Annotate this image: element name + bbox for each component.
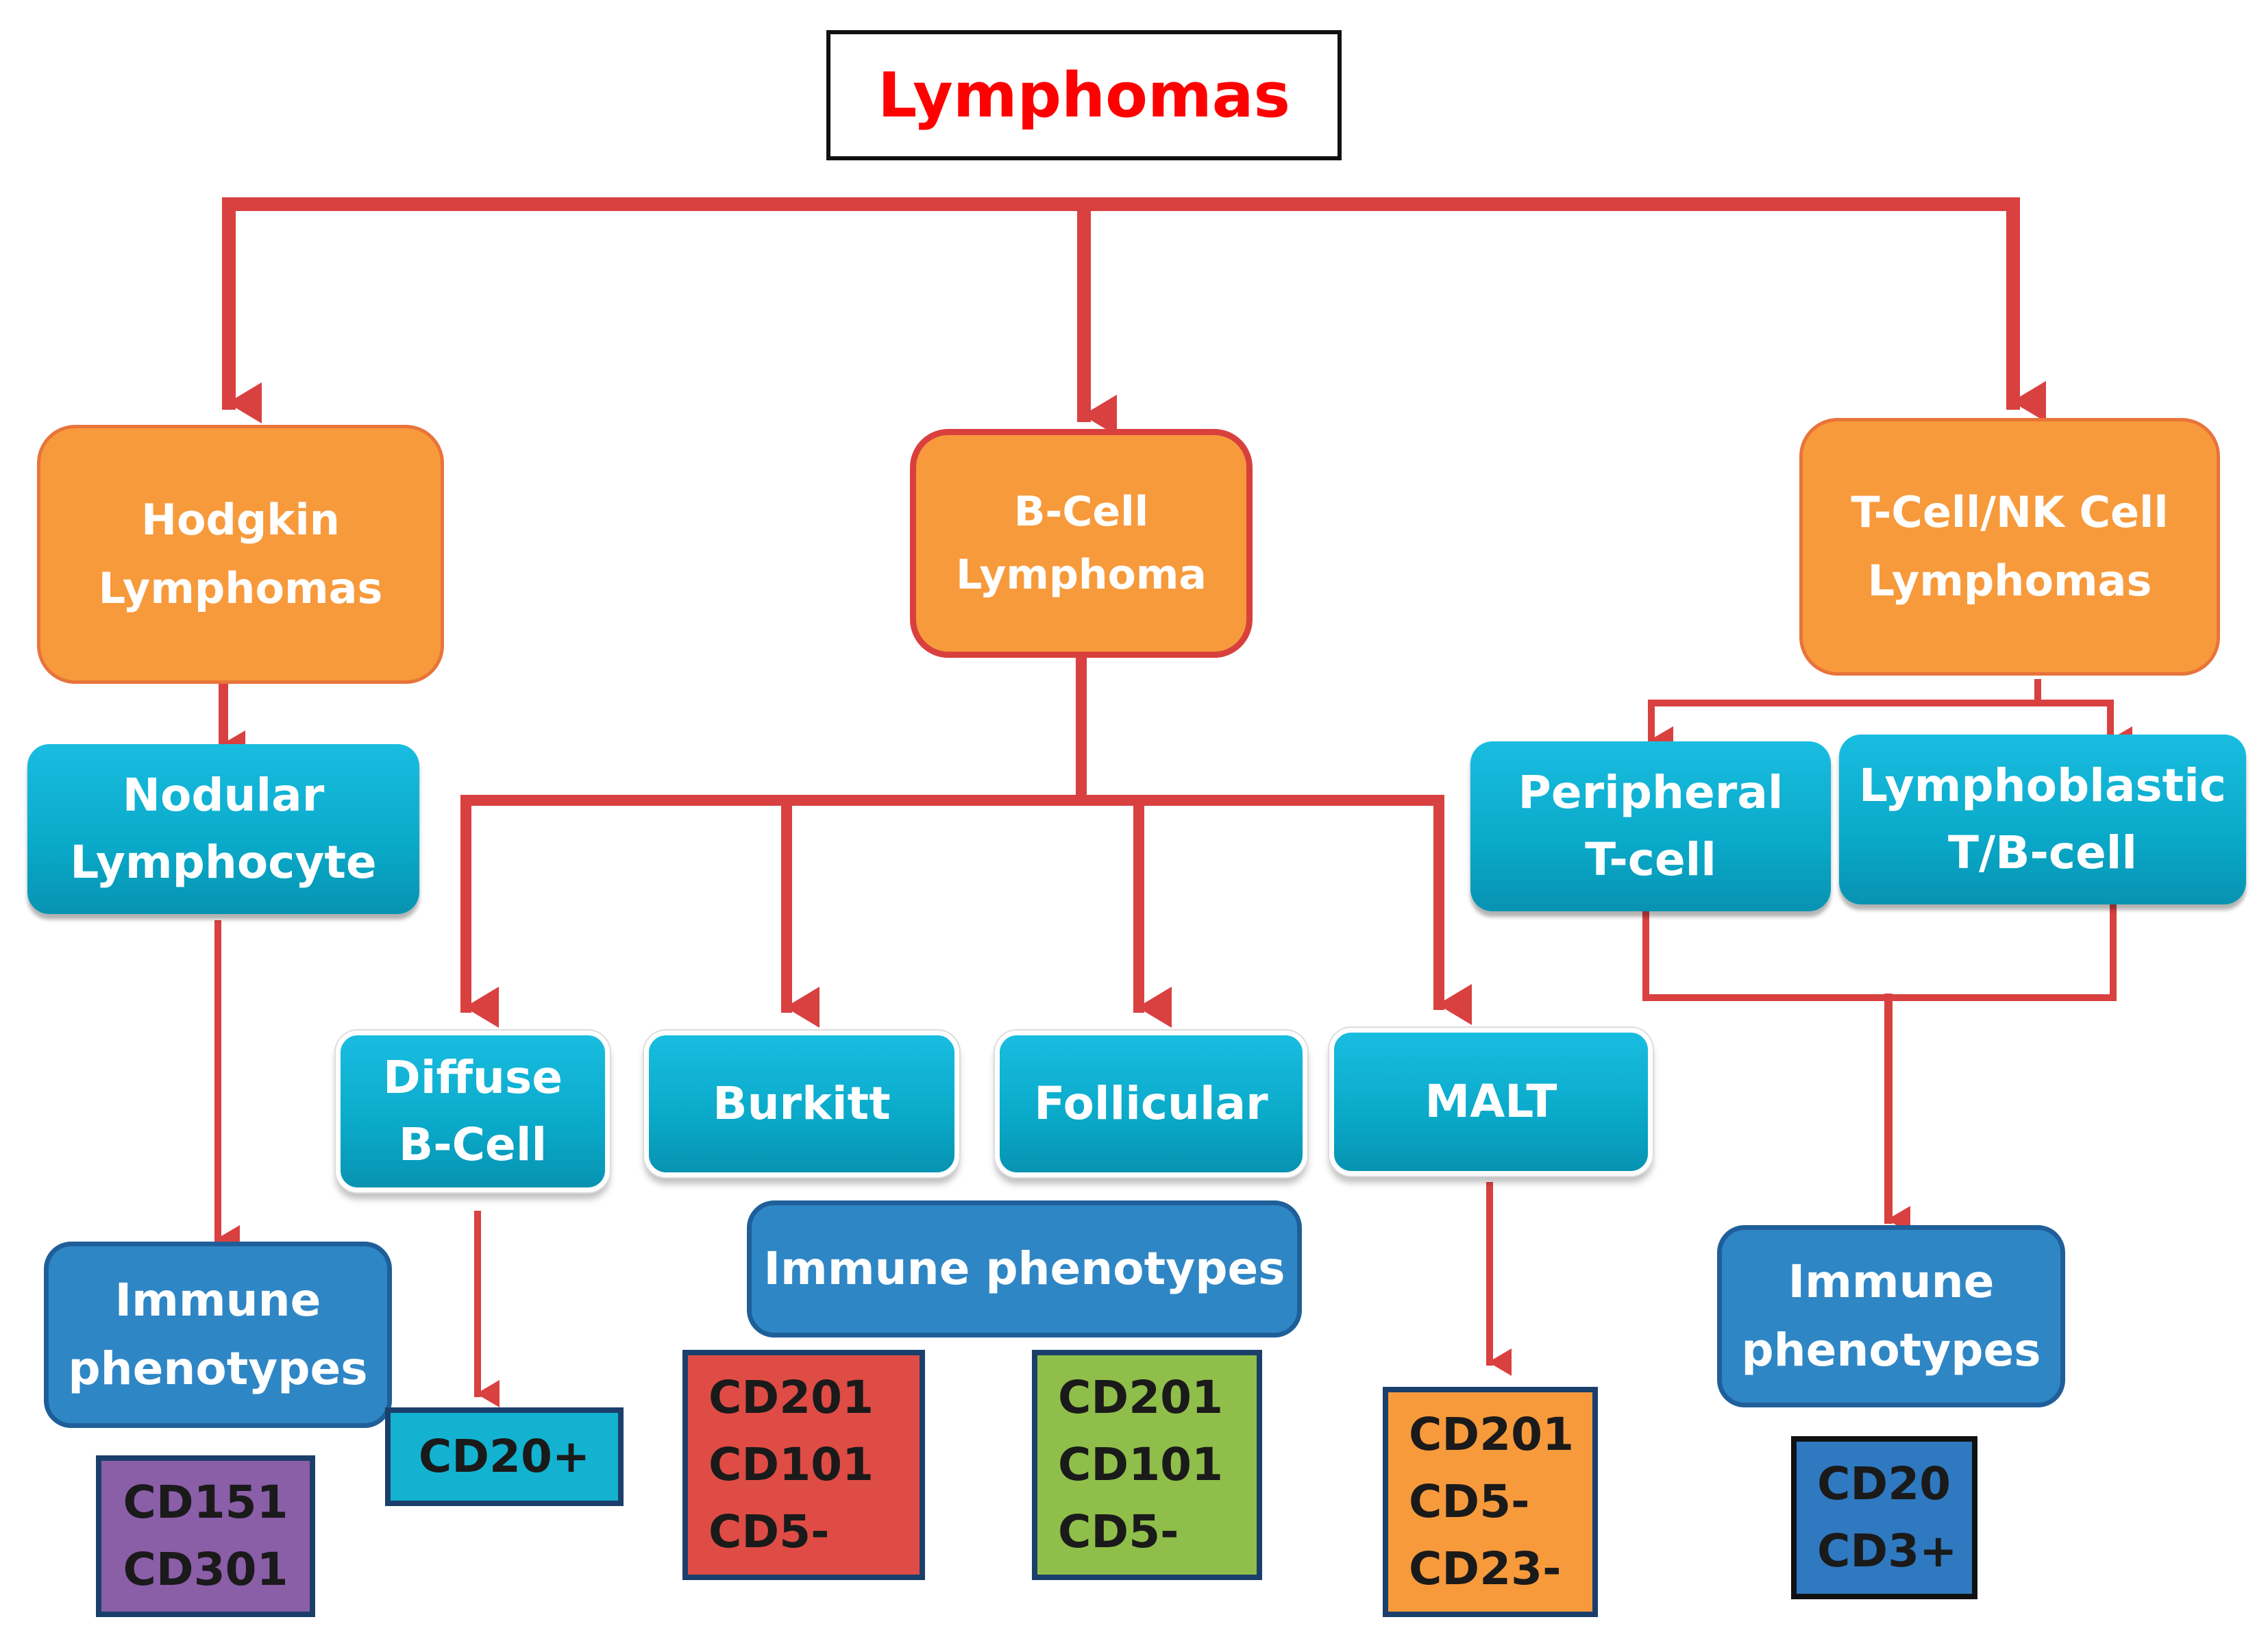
subtype-lymphoblastic-line1: Lymphoblastic xyxy=(1859,759,2226,812)
category-bcell-line2: Lymphoma xyxy=(956,551,1207,599)
marker-item: CD5- xyxy=(1058,1505,1179,1558)
phenotype-header-tcell: Immune phenotypes xyxy=(1717,1225,2065,1407)
root-title-text: Lymphomas xyxy=(877,59,1291,132)
subtype-nodular-line2: Lymphocyte xyxy=(70,836,377,889)
category-tcell-line1: T-Cell/NK Cell xyxy=(1851,487,2169,537)
subtype-burkitt-label: Burkitt xyxy=(713,1077,891,1130)
markers-hodgkin: CD151 CD301 xyxy=(96,1455,315,1617)
marker-item: CD301 xyxy=(123,1543,288,1596)
markers-follicular: CD201 CD101 CD5- xyxy=(1032,1350,1262,1580)
subtype-lymphoblastic-line2: T/B-cell xyxy=(1948,826,2137,879)
subtype-malt: MALT xyxy=(1329,1028,1653,1176)
markers-malt: CD201 CD5- CD23- xyxy=(1383,1387,1598,1617)
category-hodgkin: Hodgkin Lymphomas xyxy=(37,425,444,684)
tcell-merge-line xyxy=(1642,901,2117,1001)
marker-item: CD101 xyxy=(708,1438,874,1491)
marker-item: CD201 xyxy=(708,1371,874,1424)
subtype-peripheral-line2: T-cell xyxy=(1585,833,1716,886)
subtype-diffuse-line2: B-Cell xyxy=(398,1118,547,1171)
category-tcell: T-Cell/NK Cell Lymphomas xyxy=(1799,418,2220,676)
category-tcell-line2: Lymphomas xyxy=(1867,556,2152,606)
marker-item: CD5- xyxy=(708,1505,830,1558)
subtype-nodular-line1: Nodular xyxy=(122,769,325,822)
markers-diffuse: CD20+ xyxy=(385,1407,624,1506)
subtype-peripheral-line1: Peripheral xyxy=(1518,766,1784,819)
marker-item: CD3+ xyxy=(1817,1525,1958,1577)
markers-burkitt: CD201 CD101 CD5- xyxy=(682,1350,925,1580)
marker-item: CD151 xyxy=(123,1476,288,1529)
category-hodgkin-line1: Hodgkin xyxy=(141,495,340,545)
phenotype-header-bcell-label: Immune phenotypes xyxy=(763,1242,1285,1295)
subtype-follicular-label: Follicular xyxy=(1034,1077,1268,1130)
phenotype-header-tcell-line2: phenotypes xyxy=(1741,1324,2041,1377)
category-bcell: B-Cell Lymphoma xyxy=(910,429,1253,658)
phenotype-header-hodgkin-line2: phenotypes xyxy=(68,1342,368,1395)
subtype-burkitt: Burkitt xyxy=(644,1031,959,1177)
marker-item: CD101 xyxy=(1058,1438,1223,1491)
marker-item: CD201 xyxy=(1058,1371,1223,1424)
phenotype-header-hodgkin: Immune phenotypes xyxy=(44,1242,392,1428)
marker-item: CD23- xyxy=(1409,1542,1562,1595)
subtype-lymphoblastic: Lymphoblastic T/B-cell xyxy=(1839,735,2246,904)
marker-item: CD201 xyxy=(1409,1408,1574,1461)
subtype-nodular: Nodular Lymphocyte xyxy=(27,744,419,914)
root-bus-line xyxy=(222,197,2020,410)
category-hodgkin-line2: Lymphomas xyxy=(98,563,383,613)
subtype-peripheral: Peripheral T-cell xyxy=(1470,741,1831,911)
subtype-diffuse: Diffuse B-Cell xyxy=(336,1031,610,1192)
phenotype-header-hodgkin-line1: Immune xyxy=(114,1274,321,1327)
subtype-diffuse-line1: Diffuse xyxy=(383,1051,563,1104)
category-bcell-line1: B-Cell xyxy=(1013,488,1149,536)
marker-item: CD20 xyxy=(1817,1457,1951,1510)
phenotype-header-bcell: Immune phenotypes xyxy=(747,1200,1302,1338)
marker-item: CD5- xyxy=(1409,1475,1530,1528)
marker-item: CD20+ xyxy=(418,1430,591,1483)
phenotype-header-tcell-line1: Immune xyxy=(1788,1255,1995,1308)
subtype-follicular: Follicular xyxy=(995,1031,1307,1177)
markers-tcell: CD20 CD3+ xyxy=(1791,1436,1977,1599)
subtype-malt-label: MALT xyxy=(1425,1075,1557,1128)
root-title: Lymphomas xyxy=(826,30,1342,160)
